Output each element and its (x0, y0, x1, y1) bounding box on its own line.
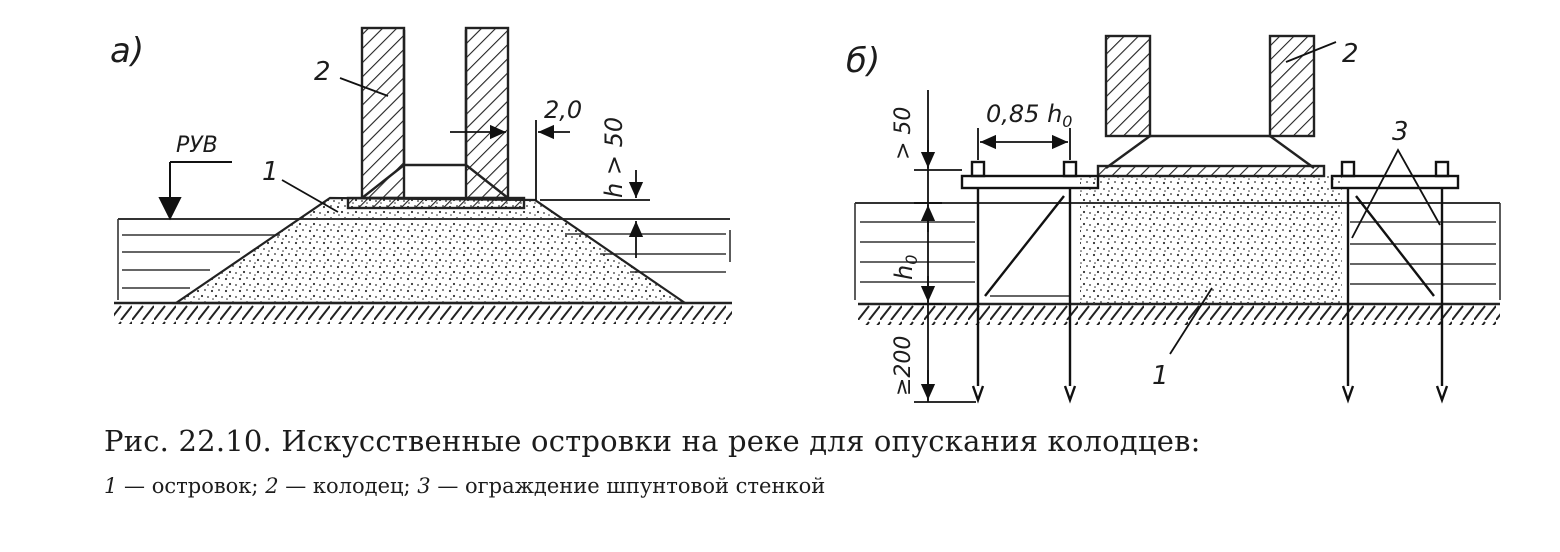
panel-a-ground (114, 304, 732, 324)
panel-a-dim-offset (450, 120, 570, 200)
panel-a-dim-height (540, 170, 650, 258)
panel-b-dim-depth-label: h0 (890, 255, 921, 280)
panel-a-callout-island: 1 (262, 157, 279, 187)
caption-legend: 1 — островок; 2 — колодец; 3 — ограждени… (104, 474, 825, 498)
panel-b-dim-chain (914, 90, 976, 403)
panel-b-callout-island: 1 (1152, 361, 1169, 391)
panel-a-callout-well: 2 (314, 57, 331, 87)
panel-b-well (1096, 34, 1326, 178)
legend-text-3: — ограждение шпунтовой стенкой (430, 474, 826, 498)
legend-num-3: 3 (417, 474, 431, 498)
panel-a-dim-height-label: h > 50 (600, 117, 628, 198)
legend-text-2: — колодец; (278, 474, 418, 498)
legend-text-1: — островок; (117, 474, 266, 498)
panel-b-sheet-pile-fence-left (960, 160, 1100, 404)
panel-b: б) 2 3 1 0,85 h0 > 50 h0 ≥200 (846, 34, 1501, 404)
panel-a-label: а) (110, 31, 144, 71)
panel-a: а) РУВ 1 2 2,0 h > 50 (110, 26, 732, 324)
panel-b-ground (858, 305, 1500, 325)
panel-a-water-level-label: РУВ (176, 133, 218, 158)
legend-num-1: 1 (104, 474, 118, 498)
panel-b-sheet-pile-fence-right (1330, 160, 1460, 404)
panel-b-callout-fence: 3 (1392, 117, 1409, 147)
panel-b-sand-island (1080, 176, 1342, 304)
panel-a-water-level-marker (158, 161, 232, 221)
panel-a-sand-island (172, 196, 689, 305)
panel-b-dim-offset (977, 128, 1071, 160)
panel-b-label: б) (846, 41, 880, 81)
panel-b-callout-well: 2 (1342, 39, 1359, 69)
panel-b-dim-offset-label: 0,85 h0 (986, 100, 1072, 131)
panel-a-well (346, 26, 526, 210)
panel-a-dim-offset-label: 2,0 (544, 96, 582, 124)
legend-num-2: 2 (265, 474, 279, 498)
panel-b-dim-top-label: > 50 (891, 107, 916, 160)
panel-b-dim-embed-label: ≥200 (891, 336, 916, 396)
caption-title: Рис. 22.10. Искусственные островки на ре… (104, 424, 1201, 458)
